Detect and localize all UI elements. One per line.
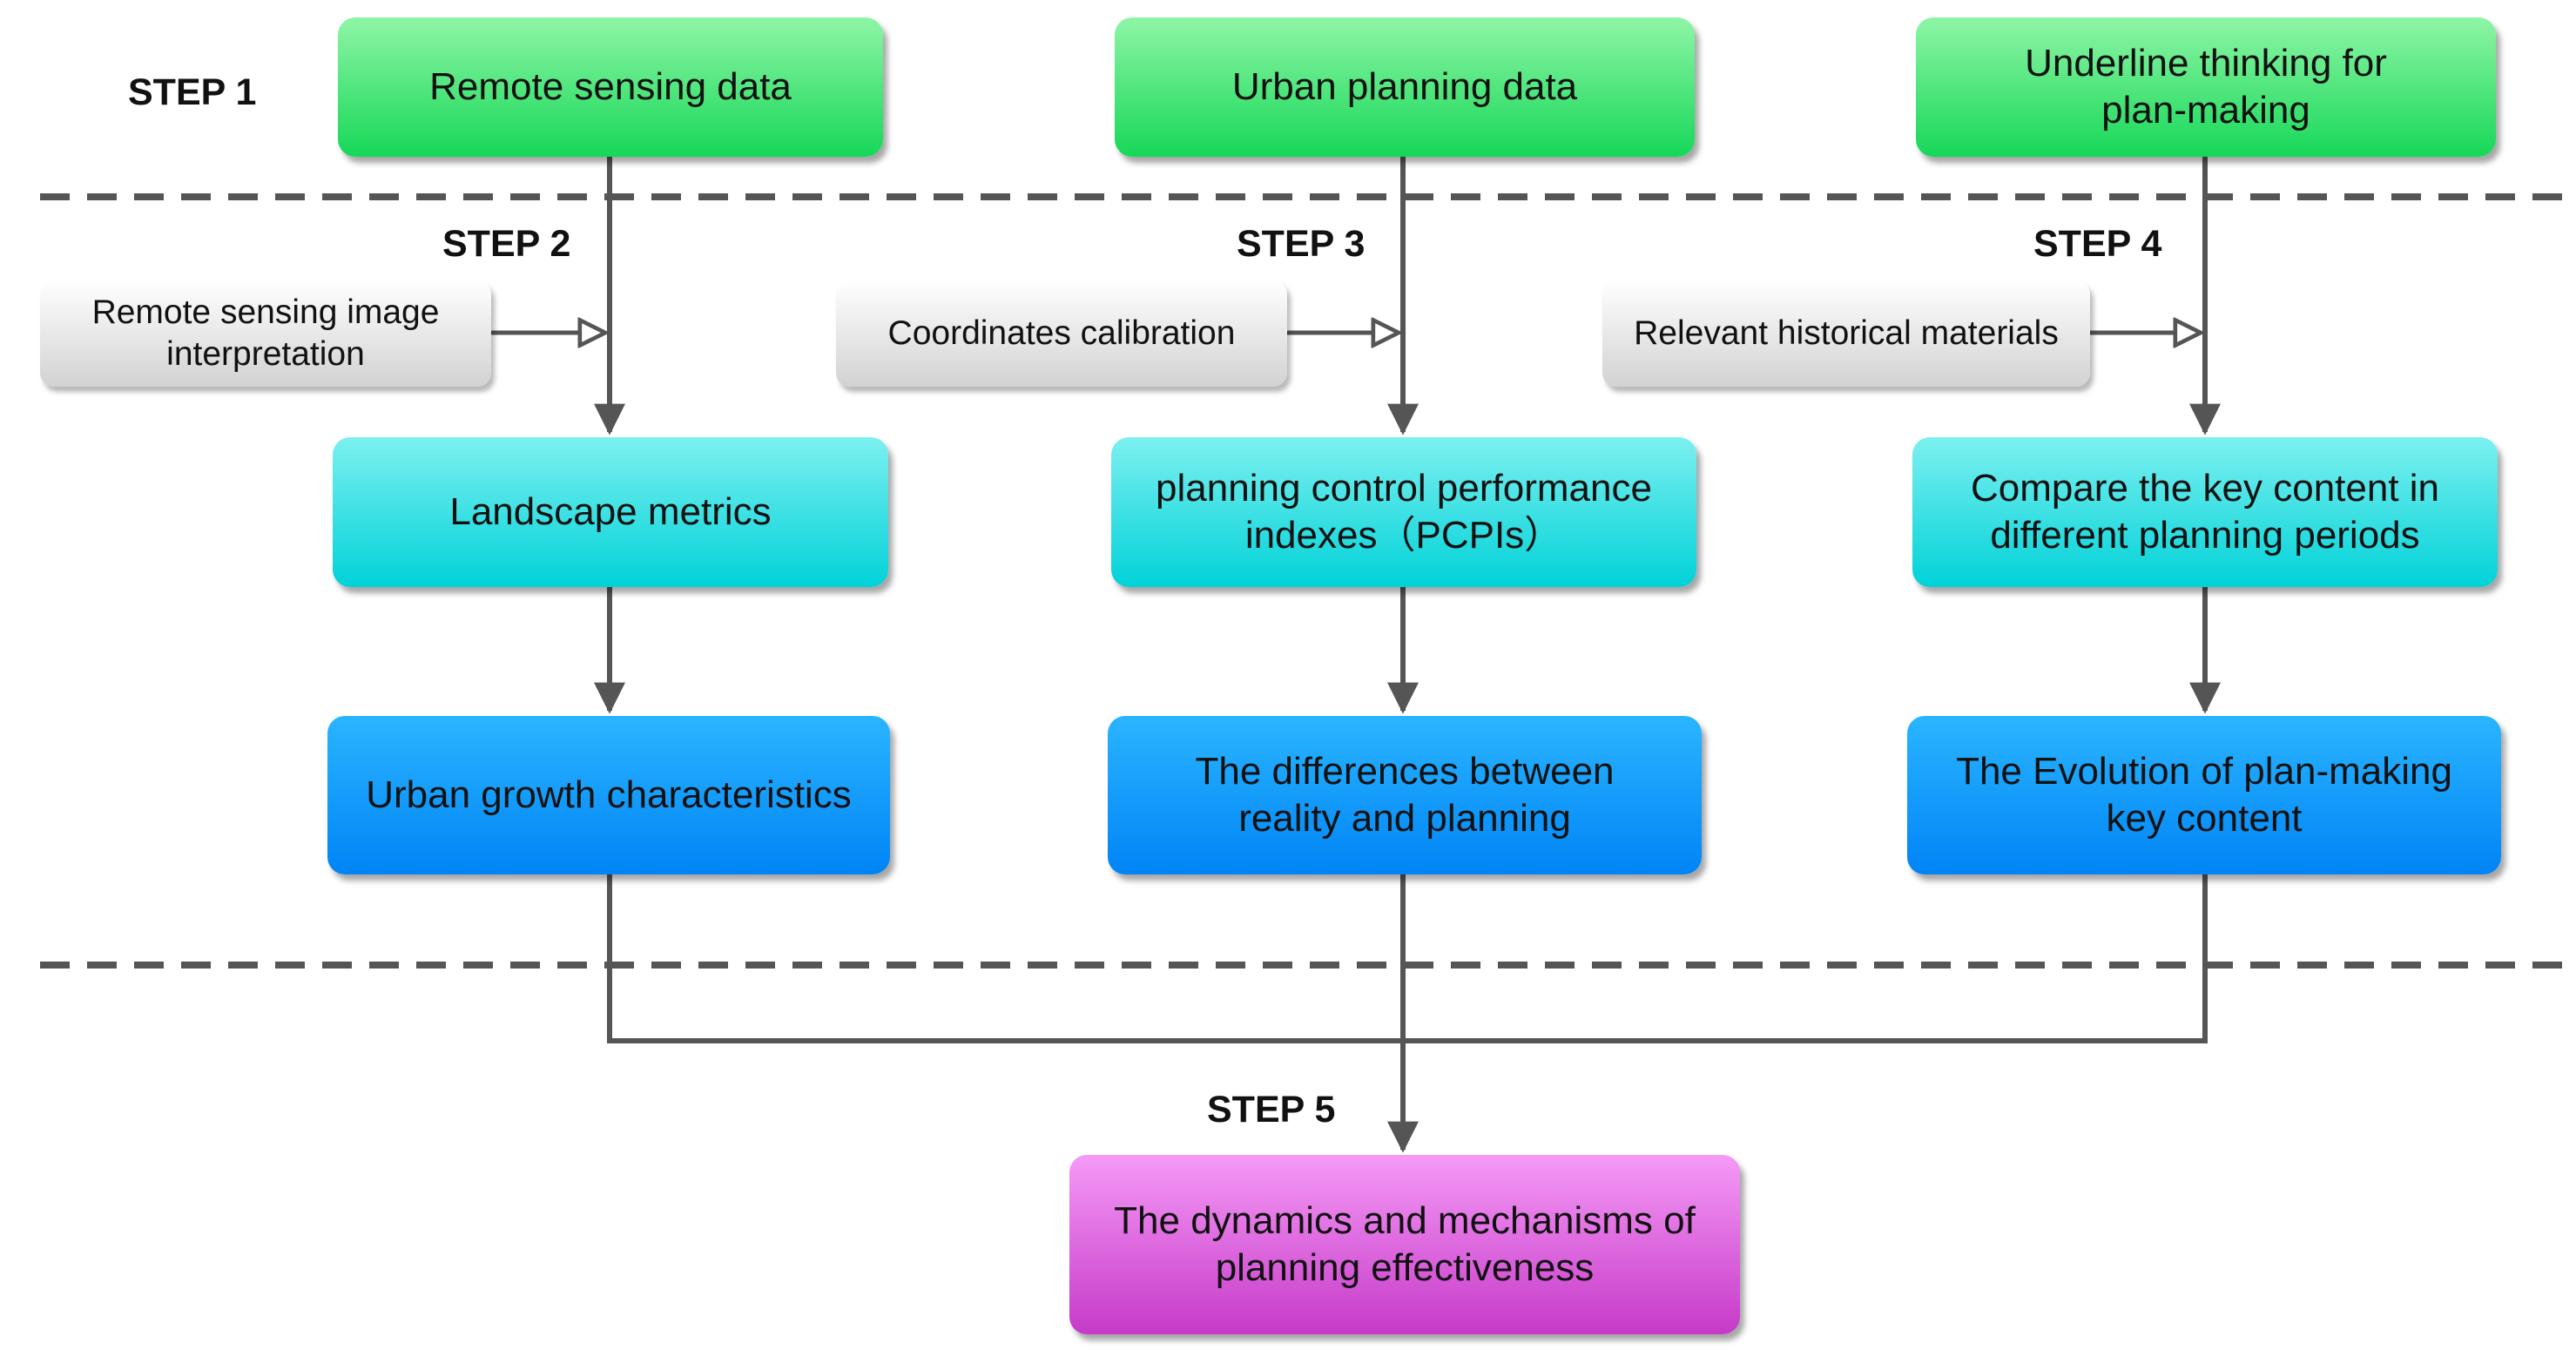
rs-interpretation-text-line1: Remote sensing image bbox=[91, 294, 440, 332]
step-5-label: STEP 5 bbox=[1207, 1089, 1336, 1131]
conclusion-text-line1: The dynamics and mechanisms of bbox=[1114, 1199, 1696, 1243]
conclusion-text-line2: planning effectiveness bbox=[1215, 1246, 1595, 1289]
pcpi-text-line1: planning control performance bbox=[1156, 467, 1652, 510]
differences-text-line1: The differences between bbox=[1195, 750, 1615, 793]
historical-materials-text: Relevant historical materials bbox=[1634, 314, 2059, 353]
differences-box: The differences between reality and plan… bbox=[1108, 716, 1702, 874]
rs-interpretation-box: Remote sensing image interpretation bbox=[40, 280, 491, 387]
evolution-box: The Evolution of plan-making key content bbox=[1907, 716, 2501, 874]
urban-growth-text: Urban growth characteristics bbox=[366, 773, 852, 817]
underline-thinking-text-line1: Underline thinking for bbox=[2025, 42, 2387, 85]
compare-key-content-box: Compare the key content in different pla… bbox=[1912, 437, 2498, 587]
rs-interpretation-text-line2: interpretation bbox=[166, 335, 365, 373]
step-3-label: STEP 3 bbox=[1237, 223, 1366, 265]
step-2-label: STEP 2 bbox=[442, 223, 571, 265]
remote-sensing-data-text: Remote sensing data bbox=[429, 65, 792, 109]
step-4-label: STEP 4 bbox=[2033, 223, 2162, 265]
evolution-text-line2: key content bbox=[2106, 797, 2303, 840]
compare-key-content-text-line2: different planning periods bbox=[1990, 514, 2420, 557]
pcpi-box: planning control performance indexes（PCP… bbox=[1111, 437, 1696, 587]
landscape-metrics-text: Landscape metrics bbox=[449, 490, 772, 534]
conclusion-box: The dynamics and mechanisms of planning … bbox=[1069, 1155, 1740, 1334]
remote-sensing-data-box: Remote sensing data bbox=[338, 17, 883, 157]
evolution-text-line1: The Evolution of plan-making bbox=[1956, 750, 2452, 793]
historical-materials-box: Relevant historical materials bbox=[1602, 280, 2090, 387]
merge-connector bbox=[607, 874, 2208, 1043]
coordinates-calibration-box: Coordinates calibration bbox=[836, 280, 1287, 387]
urban-growth-box: Urban growth characteristics bbox=[327, 716, 890, 874]
coordinates-calibration-text: Coordinates calibration bbox=[887, 314, 1236, 353]
underline-thinking-text-line2: plan-making bbox=[2101, 89, 2310, 132]
underline-thinking-box: Underline thinking for plan-making bbox=[1916, 17, 2496, 157]
urban-planning-data-box: Urban planning data bbox=[1115, 17, 1695, 157]
urban-planning-data-text: Urban planning data bbox=[1231, 65, 1578, 109]
landscape-metrics-box: Landscape metrics bbox=[333, 437, 888, 587]
differences-text-line2: reality and planning bbox=[1238, 797, 1571, 840]
step-1-label: STEP 1 bbox=[128, 71, 257, 113]
compare-key-content-text-line1: Compare the key content in bbox=[1970, 467, 2440, 510]
pcpi-text-line2: indexes（PCPIs） bbox=[1244, 514, 1563, 557]
